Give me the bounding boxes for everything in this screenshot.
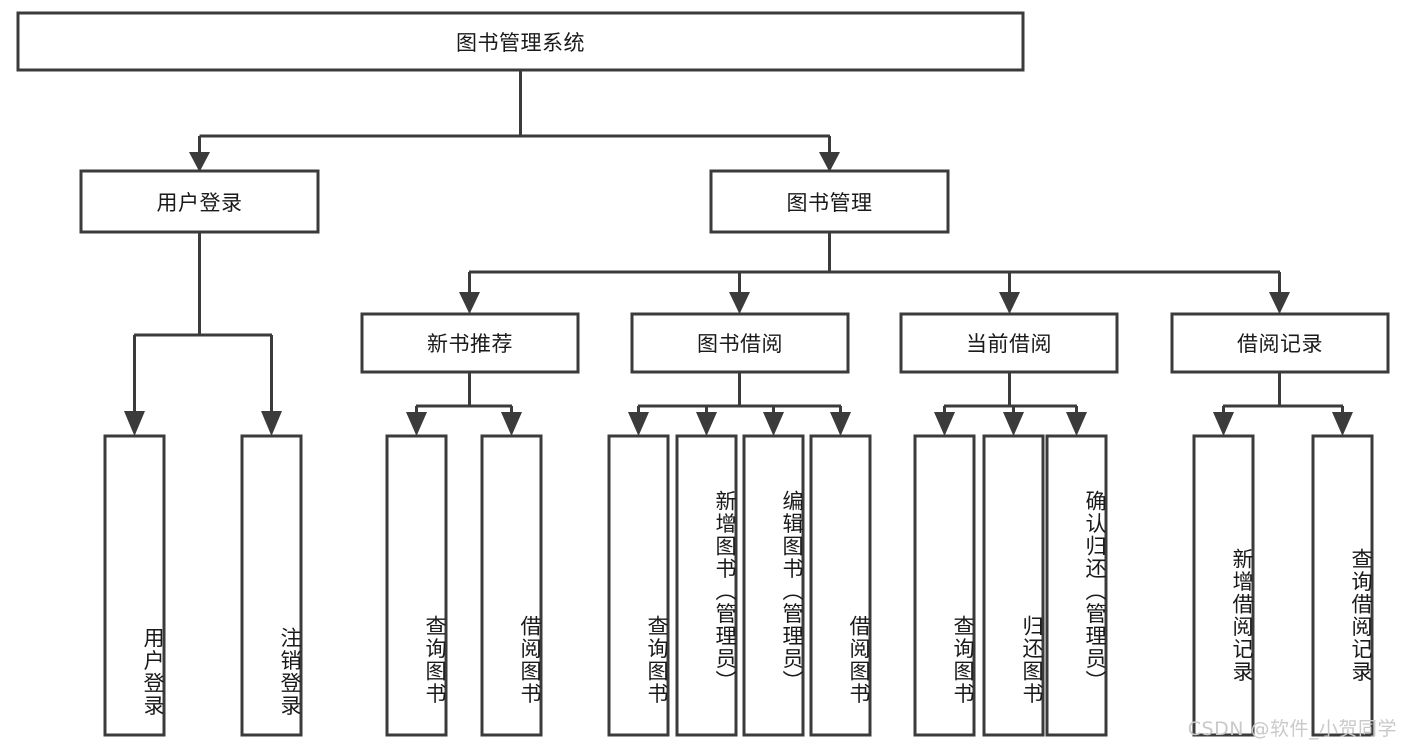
node-current-borrow[interactable] [899, 312, 1119, 374]
node-user-login[interactable] [79, 169, 320, 234]
arrow-head-cb-return-book [1003, 412, 1024, 436]
leaf-bb-edit-book[interactable] [742, 434, 805, 737]
leaf-br-add-record[interactable] [1192, 434, 1255, 737]
arrow-head-bb-query-book [628, 412, 649, 436]
arrow-head-book-borrow [729, 292, 750, 314]
leaf-nb-query-book[interactable] [385, 434, 448, 737]
arrow-head-user-login [189, 152, 210, 172]
node-borrow-record[interactable] [1170, 312, 1390, 374]
leaf-bb-add-book[interactable] [675, 434, 738, 737]
arrow-head-bb-borrow-book [830, 412, 851, 436]
node-new-book-recommend[interactable] [360, 312, 580, 374]
arrow-head-leaf-logout [261, 411, 282, 436]
leaf-cb-query-book[interactable] [913, 434, 976, 737]
leaf-bb-query-book[interactable] [607, 434, 670, 737]
arrow-head-br-query-record [1332, 412, 1353, 436]
arrow-head-bb-edit-book [763, 412, 784, 436]
arrow-head-br-add-record [1213, 412, 1234, 436]
arrow-head-borrow-record [1269, 292, 1290, 314]
node-book-management[interactable] [709, 169, 950, 234]
arrow-head-leaf-user-login [124, 411, 145, 436]
leaf-cb-confirm-return[interactable] [1045, 434, 1108, 737]
leaf-br-query-record[interactable] [1311, 434, 1374, 737]
arrow-head-nb-borrow-book [501, 412, 522, 436]
leaf-nb-borrow-book[interactable] [480, 434, 543, 737]
arrow-head-new-book [459, 292, 480, 314]
node-layer [16, 11, 1390, 737]
node-root[interactable] [16, 11, 1025, 72]
arrow-head-cb-confirm-return [1066, 412, 1087, 436]
arrow-head-book-mgmt [819, 152, 840, 172]
leaf-user-login[interactable] [103, 434, 166, 737]
leaf-logout[interactable] [240, 434, 303, 737]
leaf-cb-return-book[interactable] [982, 434, 1045, 737]
arrow-head-cb-query-book [934, 412, 955, 436]
leaf-bb-borrow-book[interactable] [809, 434, 872, 737]
node-book-borrow[interactable] [630, 312, 850, 374]
arrow-head-bb-add-book [696, 412, 717, 436]
connector-layer [124, 70, 1353, 436]
arrow-head-nb-query-book [406, 412, 427, 436]
arrow-head-current-borrow [999, 292, 1020, 314]
